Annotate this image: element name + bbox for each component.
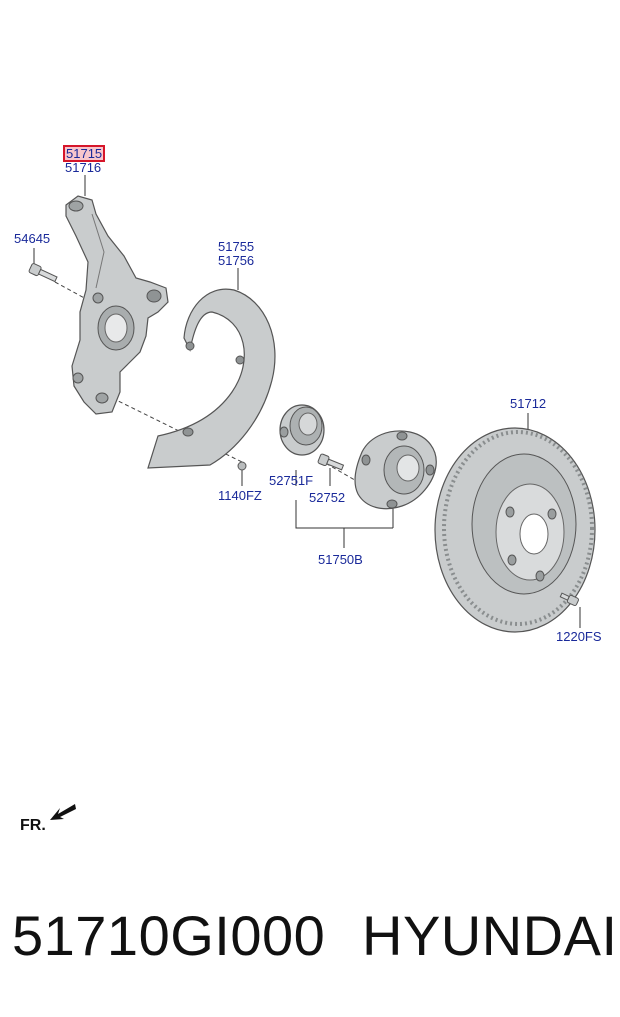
label-51750b[interactable]: 51750B xyxy=(318,552,363,567)
front-direction-label: FR. xyxy=(20,817,46,834)
label-51716[interactable]: 51716 xyxy=(65,160,102,175)
hub-assembly xyxy=(354,430,437,510)
front-arrow-icon xyxy=(50,804,76,820)
screw-1220fs xyxy=(559,592,579,607)
label-1140fz[interactable]: 1140FZ xyxy=(218,488,262,503)
exploded-parts-diagram xyxy=(28,175,596,633)
footer-brand: HYUNDAI xyxy=(362,904,618,967)
brake-disc xyxy=(434,427,596,633)
hub-bolt xyxy=(317,453,345,471)
label-52751f[interactable]: 52751F xyxy=(269,473,314,488)
label-54645[interactable]: 54645 xyxy=(14,231,51,246)
label-51712[interactable]: 51712 xyxy=(510,396,547,411)
screw-1140fz xyxy=(237,461,247,471)
label-51756[interactable]: 51756 xyxy=(218,253,255,268)
bolt-54645 xyxy=(28,263,58,283)
label-51755[interactable]: 51755 xyxy=(218,239,255,254)
footer-part-number: 51710GI000 xyxy=(12,904,326,967)
bearing-cap xyxy=(279,404,325,456)
label-51715[interactable]: 51715 xyxy=(63,145,106,162)
label-52752[interactable]: 52752 xyxy=(309,490,346,505)
dust-cover xyxy=(147,288,276,469)
label-1220fs[interactable]: 1220FS xyxy=(556,629,602,644)
steering-knuckle xyxy=(65,195,169,415)
